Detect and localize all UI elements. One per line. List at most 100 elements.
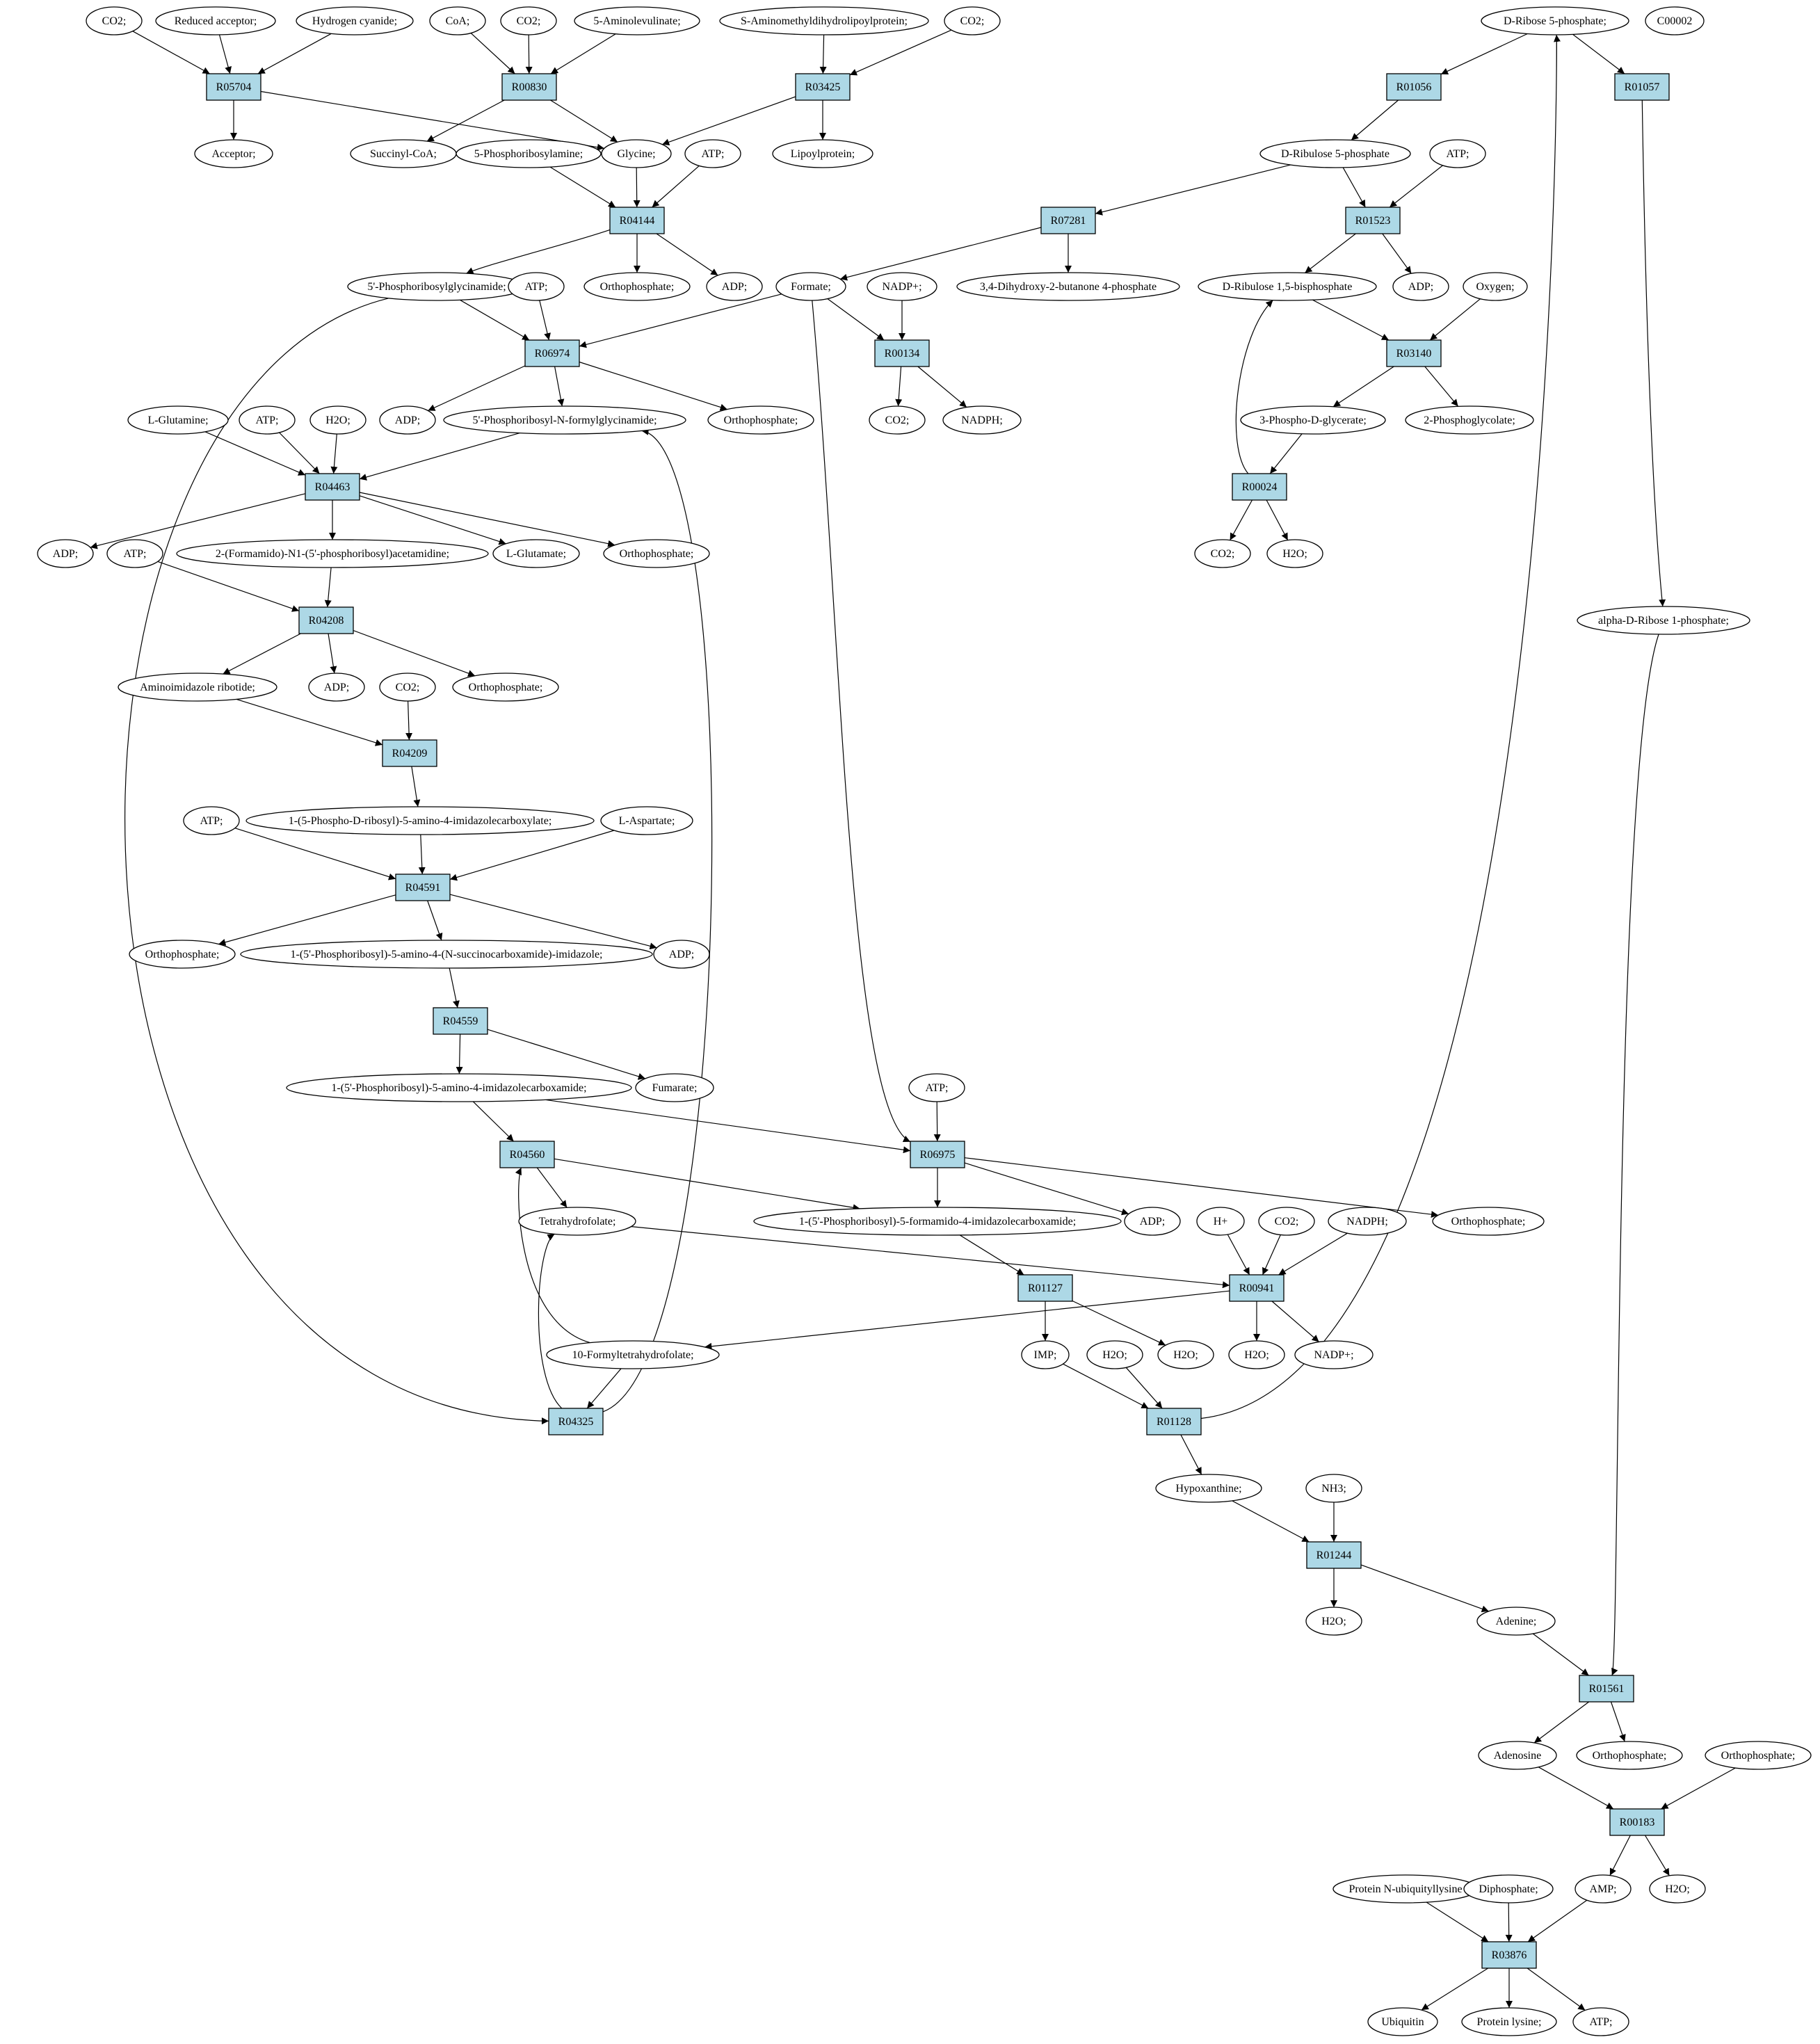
compound-ellipse[interactable] xyxy=(518,1207,636,1236)
compound-ellipse[interactable] xyxy=(1266,539,1323,568)
compound-node[interactable]: 3,4-Dihydroxy-2-butanone 4-phosphate xyxy=(956,272,1180,301)
compound-node[interactable]: 5'-Phosphoribosyl-N-formylglycinamide; xyxy=(443,405,686,435)
compound-ellipse[interactable] xyxy=(1124,1207,1181,1236)
reaction-box[interactable] xyxy=(382,739,437,767)
compound-node[interactable]: Orthophosphate; xyxy=(1576,1741,1683,1770)
compound-ellipse[interactable] xyxy=(1575,1874,1632,1904)
compound-node[interactable]: Hypoxanthine; xyxy=(1155,1474,1262,1503)
compound-node[interactable]: NADPH; xyxy=(942,405,1022,435)
compound-ellipse[interactable] xyxy=(129,940,236,969)
compound-node[interactable]: Formate; xyxy=(775,272,846,301)
reaction-node-r00941[interactable]: R00941 xyxy=(1229,1274,1285,1302)
compound-ellipse[interactable] xyxy=(296,6,414,35)
compound-node[interactable]: 5-Phosphoribosylamine; xyxy=(456,139,602,168)
compound-node[interactable]: 1-(5'-Phosphoribosyl)-5-amino-4-imidazol… xyxy=(286,1073,632,1102)
compound-node[interactable]: ATP; xyxy=(1429,139,1486,168)
compound-node[interactable]: H2O; xyxy=(1228,1340,1285,1369)
compound-node[interactable]: ADP; xyxy=(706,272,763,301)
compound-node[interactable]: Protein N-ubiquityllysine xyxy=(1332,1874,1479,1904)
reaction-box[interactable] xyxy=(1345,207,1401,234)
compound-ellipse[interactable] xyxy=(719,6,929,35)
reaction-node-r03876[interactable]: R03876 xyxy=(1481,1941,1537,1969)
reaction-box[interactable] xyxy=(910,1141,965,1168)
reaction-box[interactable] xyxy=(499,1141,555,1168)
compound-node[interactable]: 3-Phospho-D-glycerate; xyxy=(1240,405,1386,435)
compound-node[interactable]: ADP; xyxy=(1392,272,1449,301)
compound-node[interactable]: S-Aminomethyldihydrolipoylprotein; xyxy=(719,6,929,35)
compound-ellipse[interactable] xyxy=(308,673,365,702)
compound-ellipse[interactable] xyxy=(1577,606,1750,635)
compound-ellipse[interactable] xyxy=(653,940,710,969)
compound-node[interactable]: 1-(5'-Phosphoribosyl)-5-amino-4-(N-succi… xyxy=(240,940,653,969)
reaction-box[interactable] xyxy=(548,1408,604,1435)
compound-ellipse[interactable] xyxy=(106,539,163,568)
compound-ellipse[interactable] xyxy=(1649,1874,1706,1904)
compound-ellipse[interactable] xyxy=(942,405,1022,435)
compound-ellipse[interactable] xyxy=(1705,1741,1812,1770)
compound-node[interactable]: H2O; xyxy=(1305,1607,1362,1636)
compound-ellipse[interactable] xyxy=(1294,1340,1374,1369)
compound-ellipse[interactable] xyxy=(1194,539,1251,568)
reaction-box[interactable] xyxy=(1579,1675,1634,1703)
reaction-box[interactable] xyxy=(1229,1274,1285,1302)
reaction-node-r04325[interactable]: R04325 xyxy=(548,1408,604,1435)
reaction-box[interactable] xyxy=(1609,1808,1665,1836)
compound-node[interactable]: H+ xyxy=(1196,1207,1245,1236)
compound-node[interactable]: ATP; xyxy=(908,1073,965,1102)
compound-node[interactable]: 1-(5'-Phosphoribosyl)-5-formamido-4-imid… xyxy=(753,1207,1122,1236)
compound-node[interactable]: ADP; xyxy=(1124,1207,1181,1236)
compound-ellipse[interactable] xyxy=(706,272,763,301)
reaction-box[interactable] xyxy=(298,606,354,634)
reaction-node-r00183[interactable]: R00183 xyxy=(1609,1808,1665,1836)
compound-ellipse[interactable] xyxy=(775,272,846,301)
reaction-box[interactable] xyxy=(1614,73,1670,101)
reaction-box[interactable] xyxy=(1232,473,1287,501)
compound-ellipse[interactable] xyxy=(1086,1340,1143,1369)
compound-node[interactable]: NADPH; xyxy=(1328,1207,1407,1236)
reaction-box[interactable] xyxy=(1040,207,1096,234)
compound-ellipse[interactable] xyxy=(944,6,1001,35)
compound-ellipse[interactable] xyxy=(239,405,296,435)
compound-node[interactable]: Diphosphate; xyxy=(1463,1874,1554,1904)
compound-ellipse[interactable] xyxy=(429,6,486,35)
compound-node[interactable]: CO2; xyxy=(379,673,436,702)
compound-node[interactable]: Orthophosphate; xyxy=(1432,1207,1545,1236)
compound-node[interactable]: Acceptor; xyxy=(194,139,273,168)
compound-node[interactable]: ATP; xyxy=(106,539,163,568)
compound-ellipse[interactable] xyxy=(635,1073,714,1102)
compound-ellipse[interactable] xyxy=(753,1207,1122,1236)
compound-ellipse[interactable] xyxy=(1367,2007,1438,2036)
reaction-box[interactable] xyxy=(874,339,930,367)
compound-node[interactable]: CO2; xyxy=(869,405,926,435)
compound-ellipse[interactable] xyxy=(1305,1607,1362,1636)
compound-ellipse[interactable] xyxy=(127,405,229,435)
compound-node[interactable]: 2-(Formamido)-N1-(5'-phosphoribosyl)acet… xyxy=(176,539,489,568)
compound-node[interactable]: CO2; xyxy=(944,6,1001,35)
compound-node[interactable]: alpha-D-Ribose 1-phosphate; xyxy=(1577,606,1750,635)
reaction-box[interactable] xyxy=(795,73,851,101)
compound-ellipse[interactable] xyxy=(456,139,602,168)
compound-ellipse[interactable] xyxy=(1157,1340,1214,1369)
reaction-node-r05704[interactable]: R05704 xyxy=(206,73,261,101)
compound-ellipse[interactable] xyxy=(1259,139,1411,168)
compound-node[interactable]: Orthophosphate; xyxy=(129,940,236,969)
compound-node[interactable]: 1-(5-Phospho-D-ribosyl)-5-amino-4-imidaz… xyxy=(245,806,595,835)
reaction-box[interactable] xyxy=(609,207,665,234)
compound-ellipse[interactable] xyxy=(183,806,240,835)
compound-node[interactable]: H2O; xyxy=(1649,1874,1706,1904)
compound-node[interactable]: Aminoimidazole ribotide; xyxy=(118,673,277,702)
compound-ellipse[interactable] xyxy=(1463,272,1528,301)
compound-ellipse[interactable] xyxy=(1478,1741,1557,1770)
compound-node[interactable]: AMP; xyxy=(1575,1874,1632,1904)
compound-node[interactable]: Orthophosphate; xyxy=(603,539,710,568)
reaction-node-r01127[interactable]: R01127 xyxy=(1017,1274,1073,1302)
compound-ellipse[interactable] xyxy=(1645,6,1705,35)
compound-node[interactable]: Orthophosphate; xyxy=(707,405,814,435)
compound-ellipse[interactable] xyxy=(1258,1207,1315,1236)
compound-node[interactable]: Protein lysine; xyxy=(1461,2007,1557,2036)
compound-node[interactable]: ATP; xyxy=(684,139,741,168)
compound-ellipse[interactable] xyxy=(1228,1340,1285,1369)
compound-node[interactable]: 2-Phosphoglycolate; xyxy=(1405,405,1534,435)
compound-node[interactable]: ATP; xyxy=(508,272,565,301)
compound-node[interactable]: Orthophosphate; xyxy=(452,673,559,702)
